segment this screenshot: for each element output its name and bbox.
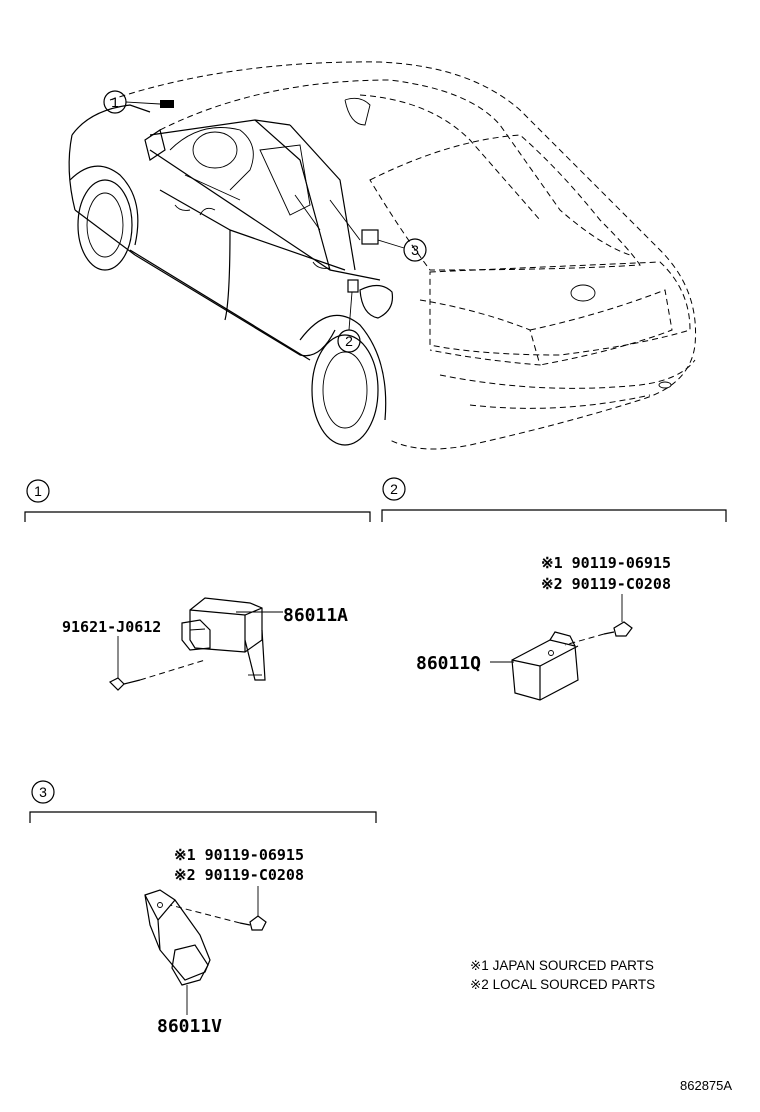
section-2-number: 2: [390, 481, 398, 497]
screw-91621-drawing: [108, 636, 206, 691]
diagram-reference-id: 862875A: [680, 1078, 732, 1093]
section-3: 3 ※1 90119-06915 ※2 90119-C0208 86011V: [29, 780, 377, 1037]
part-90119-06915-label-s2: ※1 90119-06915: [541, 554, 671, 572]
callout-1-label: 1: [111, 94, 119, 110]
bolt-section3-drawing: [169, 904, 267, 931]
section-1-number: 1: [34, 483, 42, 499]
callout-2-label: 2: [345, 333, 353, 349]
legend: ※1 JAPAN SOURCED PARTS ※2 LOCAL SOURCED …: [470, 958, 655, 992]
part-90119-c0208-label-s3: ※2 90119-C0208: [174, 866, 304, 884]
sensor-86011v-drawing: [144, 889, 211, 986]
part-90119-c0208-label-s2: ※2 90119-C0208: [541, 575, 671, 593]
legend-japan-sourced: ※1 JAPAN SOURCED PARTS: [470, 958, 654, 973]
callout-3-label: 3: [411, 242, 419, 258]
part-90119-06915-label-s3: ※1 90119-06915: [174, 846, 304, 864]
sensor-86011q-drawing: [511, 631, 579, 701]
section-3-number: 3: [39, 784, 47, 800]
part-86011v-label: 86011V: [157, 1016, 222, 1037]
legend-local-sourced: ※2 LOCAL SOURCED PARTS: [470, 977, 655, 992]
part-91621-j0612-label: 91621-J0612: [62, 618, 161, 636]
section-1: 1 91621-J0612 86011A: [24, 479, 371, 691]
vehicle-overview-illustration: 1 3 2: [68, 61, 697, 450]
bolt-section2-drawing: [564, 621, 633, 646]
part-86011a-label: 86011A: [283, 605, 348, 626]
sensor-86011a-drawing: [181, 597, 266, 681]
part-86011q-label: 86011Q: [416, 653, 481, 674]
section-2: 2 ※1 90119-06915 ※2 90119-C0208 86011Q: [381, 477, 727, 701]
